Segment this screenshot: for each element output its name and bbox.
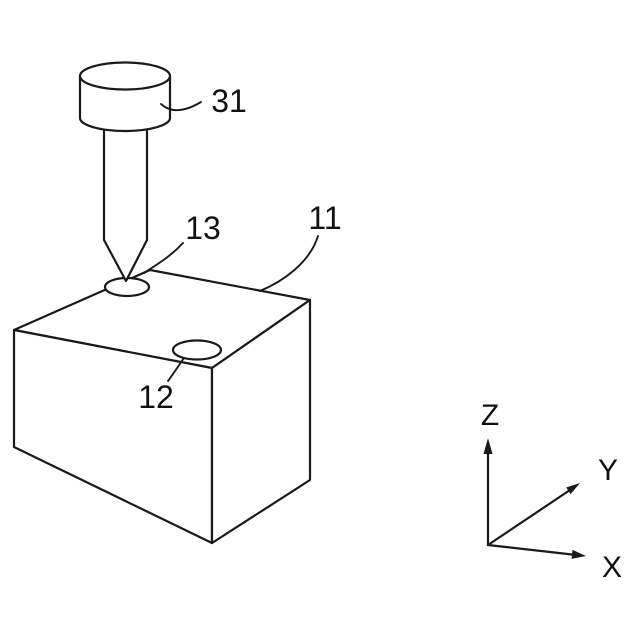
- leader-line-11: [259, 235, 319, 292]
- leader-line-12: [167, 357, 185, 382]
- coordinate-axes: Z Y X: [481, 399, 622, 584]
- axis-x-label: X: [602, 551, 622, 584]
- label-side-hole-12: 12: [138, 379, 174, 415]
- tool-shank: [102, 126, 149, 283]
- leader-line-13: [143, 242, 184, 274]
- workpiece-block: [12, 268, 312, 545]
- axis-x-line: [486, 543, 574, 556]
- tool-head-body: [78, 76, 172, 133]
- leader-line-31: [160, 101, 202, 112]
- label-tool-31: 31: [211, 83, 247, 119]
- tool-probe: [78, 61, 172, 283]
- axis-z-arrowhead-icon: [483, 438, 493, 454]
- label-center-hole-13: 13: [185, 210, 221, 246]
- axis-y-line: [486, 488, 572, 547]
- axis-y-label: Y: [598, 454, 618, 487]
- side-hole-opening: [171, 339, 223, 361]
- axis-z-label: Z: [481, 399, 499, 432]
- axis-y-arrowhead-icon: [566, 483, 580, 495]
- axis-x-arrowhead-icon: [571, 549, 586, 559]
- block-right-face: [210, 298, 312, 545]
- label-block-11: 11: [308, 200, 341, 236]
- tool-head-top: [78, 61, 172, 91]
